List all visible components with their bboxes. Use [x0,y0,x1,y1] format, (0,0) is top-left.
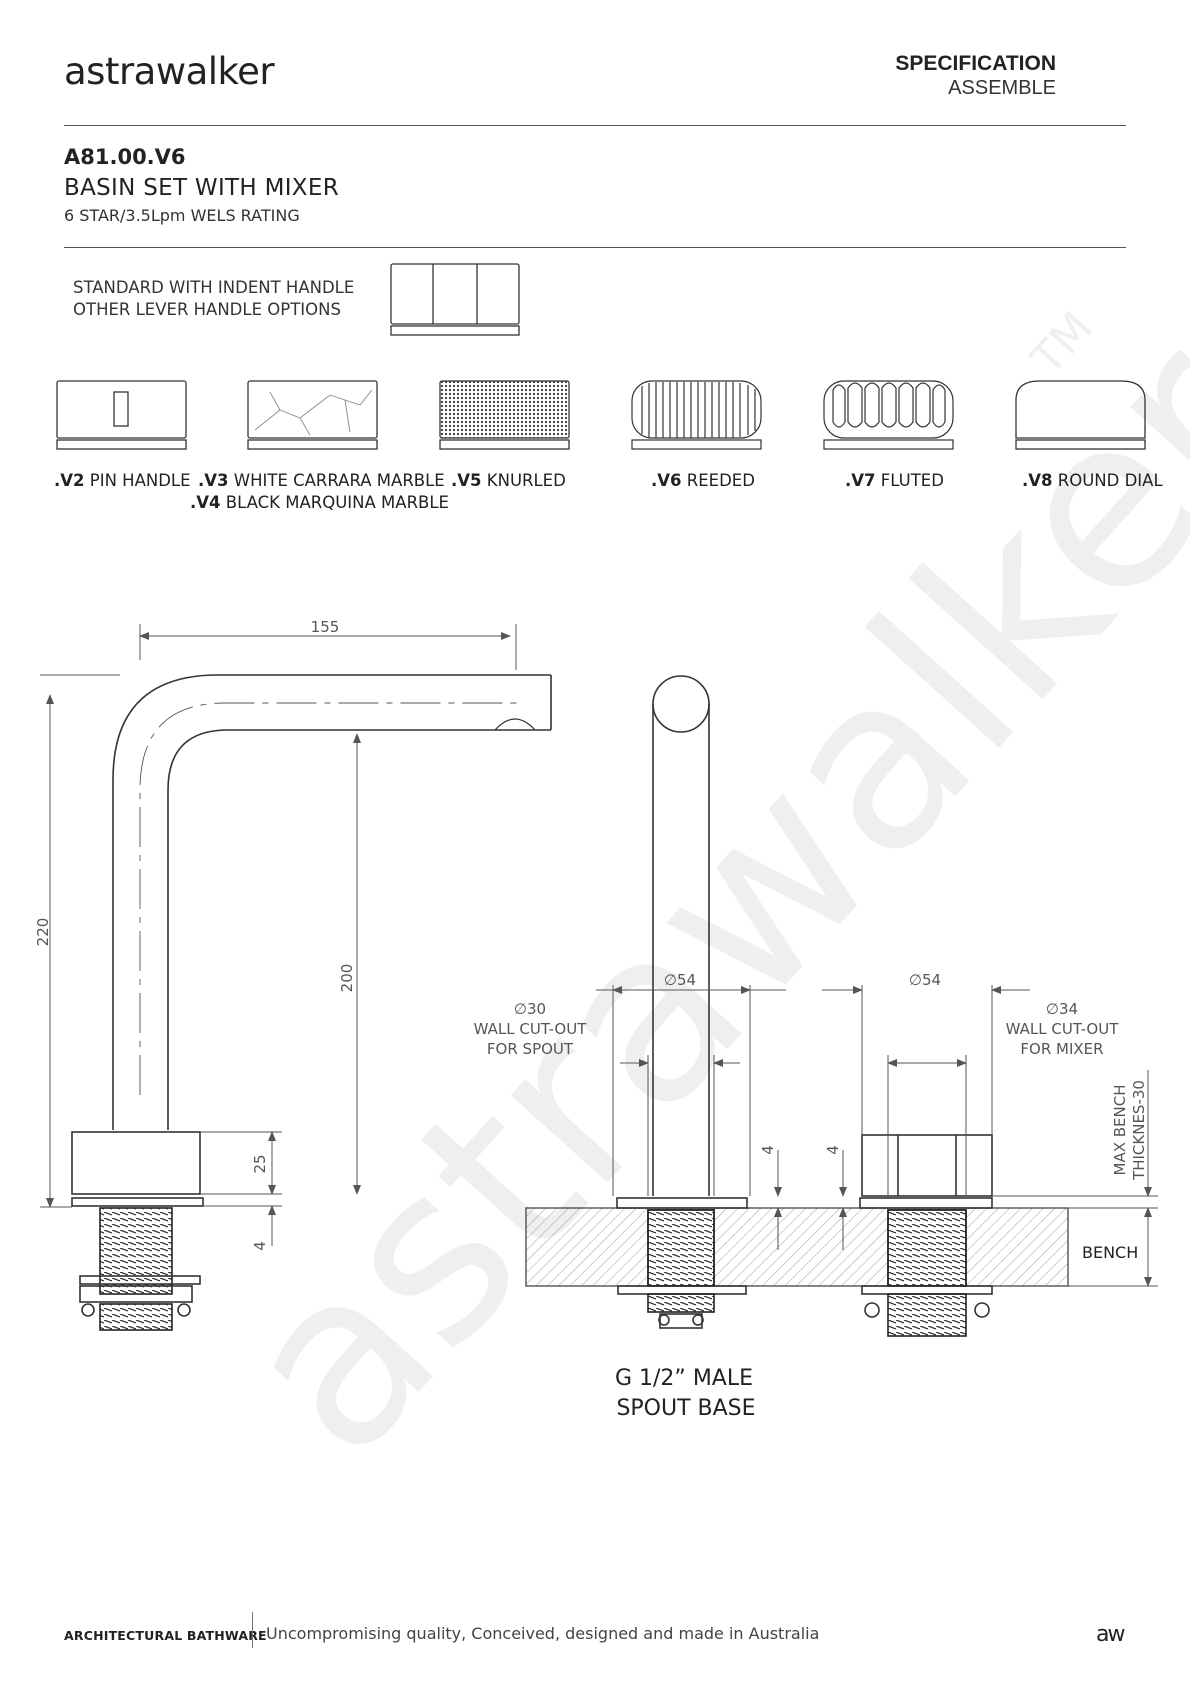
footer-aw-logo: aw [1096,1622,1126,1647]
dim-bench: BENCH [1082,1243,1138,1262]
footer-category: ARCHITECTURAL BATHWARE [64,1628,267,1643]
dim-spout-cutout-l2: FOR SPOUT [487,1040,574,1058]
spout-base-line2: SPOUT BASE [616,1396,756,1421]
handle-v2-pin-icon [56,380,187,450]
product-code: A81.00.V6 [64,145,186,169]
dim-gap-left: 4 [759,1145,777,1155]
handle-marble-icon [247,380,378,450]
spec-title: SPECIFICATION [895,52,1056,75]
footer-tagline: Uncompromising quality, Conceived, desig… [266,1624,820,1643]
option-v2-label: .V2 PIN HANDLE [54,471,191,490]
dim-outlet-height: 200 [338,964,356,993]
spout-side-view [71,674,552,1331]
brand-logo: astrawalker [64,50,275,93]
dim-bench-max-l2: THICKNES-30 [1130,1080,1148,1181]
option-v6-label: .V6 REEDED [651,471,755,490]
option-v4-label: .V4 BLACK MARQUINA MARBLE [190,493,449,512]
dim-base-height: 25 [251,1154,269,1173]
spout-base-line1: G 1/2” MALE [614,1366,754,1391]
dim-mixer-cutout-l1: WALL CUT-OUT [1006,1020,1120,1038]
standard-indent-handle [390,263,520,336]
option-v5-label: .V5 KNURLED [451,471,566,490]
option-v7-label: .V7 FLUTED [845,471,944,490]
dim-gap-right: 4 [824,1145,842,1155]
lever-options-note: OTHER LEVER HANDLE OPTIONS [73,300,341,319]
dim-flange: 4 [251,1241,269,1251]
handle-fluted-icon [823,380,954,450]
dim-bench-max-l1: MAX BENCH [1111,1085,1129,1176]
product-name: BASIN SET WITH MIXER [64,175,339,201]
header-divider [64,125,1126,126]
footer-divider [252,1612,253,1648]
dim-mixer-cutout-dia: ∅34 [1046,1000,1078,1018]
option-v8-label: .V8 ROUND DIAL [1022,471,1163,490]
standard-handle-note: STANDARD WITH INDENT HANDLE [73,278,355,297]
dim-spout-cutout-l1: WALL CUT-OUT [474,1020,588,1038]
spout-front-view [616,675,748,1329]
option-v3-label: .V3 WHITE CARRARA MARBLE [198,471,445,490]
mixer-front-view [859,1134,993,1337]
dim-spout-cutout-dia: ∅30 [514,1000,546,1018]
bench [525,1207,1069,1287]
dim-mixer-cutout-l2: FOR MIXER [1020,1040,1103,1058]
handle-knurled-icon [439,380,570,450]
handle-reeded-icon [631,380,762,450]
left-dimensions [40,624,517,1246]
dim-overall-height: 220 [34,918,52,947]
dim-spout-reach: 155 [311,618,340,636]
dim-spout-dia: ∅54 [664,971,696,989]
wels-rating: 6 STAR/3.5Lpm WELS RATING [64,206,300,225]
handle-round-dial-icon [1015,380,1146,450]
spec-subtitle: ASSEMBLE [948,77,1056,99]
section-divider [64,247,1126,248]
dim-mixer-dia: ∅54 [909,971,941,989]
front-dimensions [596,985,1158,1287]
